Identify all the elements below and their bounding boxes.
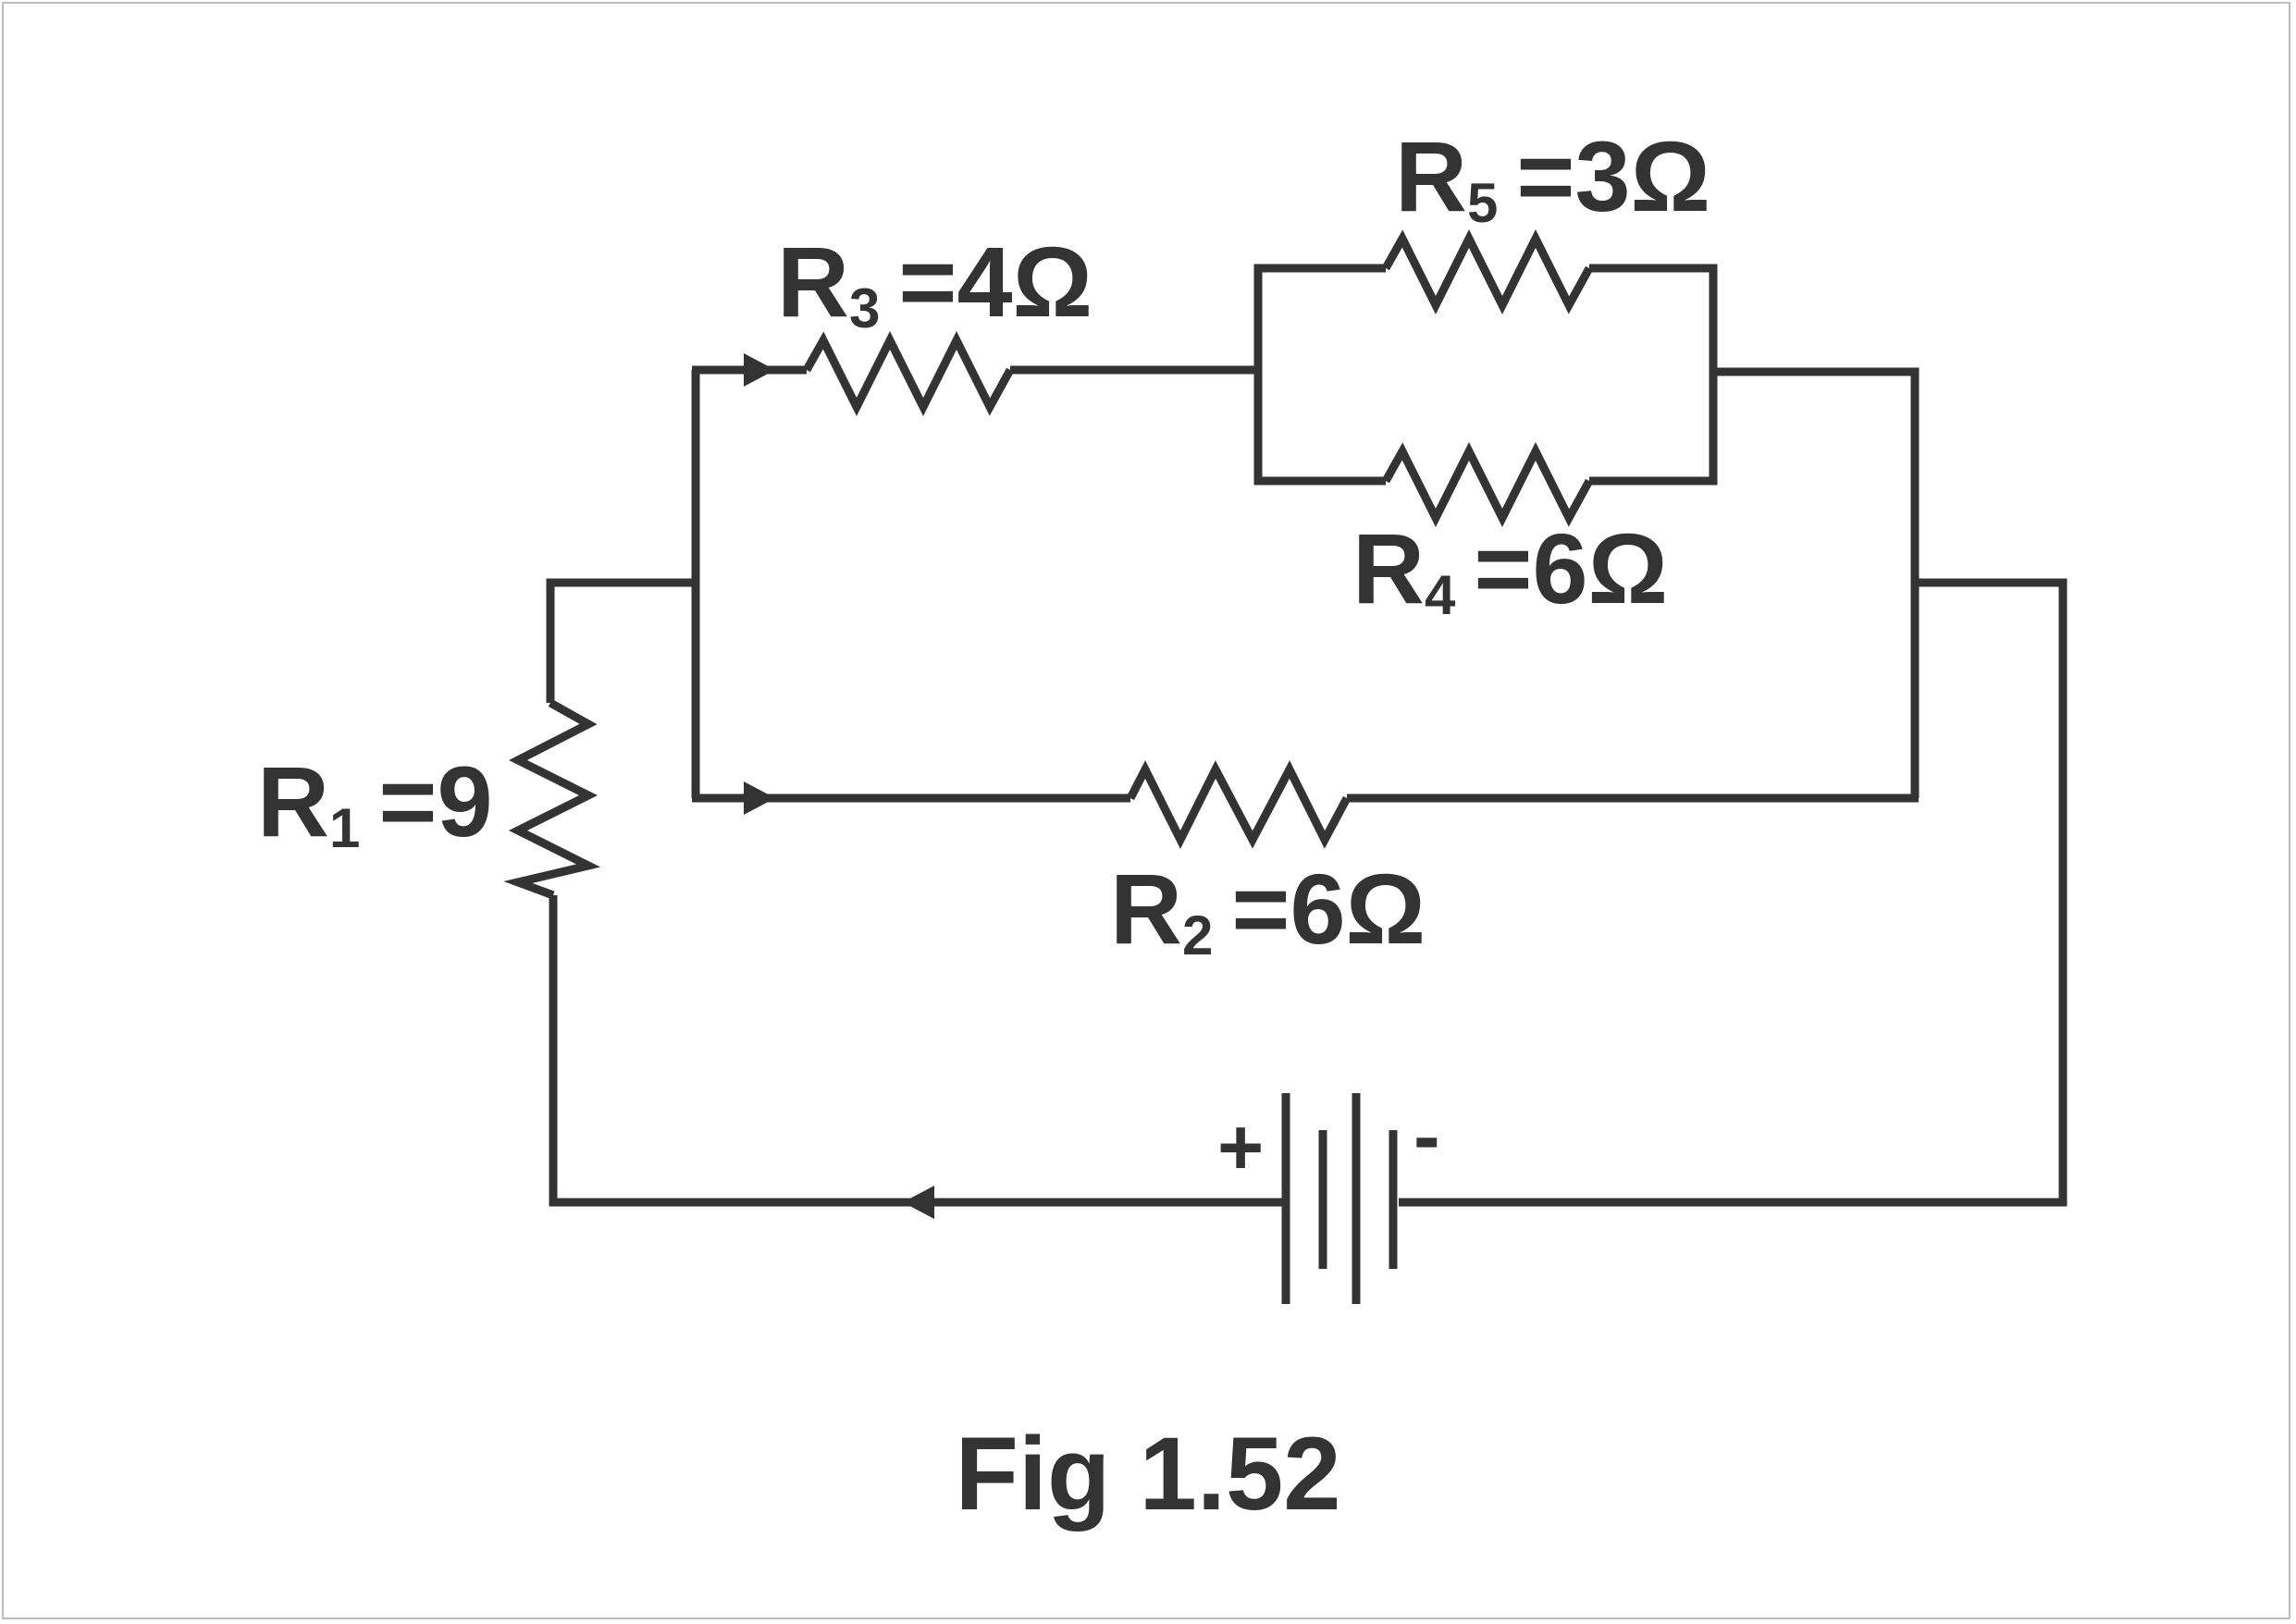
r4-value: =6Ω <box>1474 512 1668 624</box>
resistor-r4 <box>1382 441 1593 528</box>
resistor-r5 <box>1382 228 1593 315</box>
r5-letter: R <box>1395 120 1467 232</box>
r5-value: =3Ω <box>1516 120 1710 232</box>
r3-value: =4Ω <box>898 226 1092 338</box>
wire-parallel-box-right <box>1589 264 1718 486</box>
r3-label: R3 =4Ω <box>777 226 1092 339</box>
arrow-top-branch-icon <box>744 353 775 387</box>
r1-letter: R <box>257 745 329 857</box>
wire-left-top <box>546 578 692 703</box>
wire-outer-right <box>1399 578 2068 1207</box>
figure-caption: Fig 1.52 <box>955 1416 1340 1532</box>
resistor-r2 <box>1127 760 1351 850</box>
arrow-bottom-wire-icon <box>903 1186 934 1219</box>
wire-parallel-box-left <box>1253 264 1386 486</box>
resistor-r1 <box>503 699 601 900</box>
r5-subscript: 5 <box>1467 172 1498 234</box>
r4-letter: R <box>1352 512 1425 624</box>
r2-letter: R <box>1110 853 1182 965</box>
r1-subscript: 1 <box>329 797 360 859</box>
r4-label: R4 =6Ω <box>1352 512 1668 626</box>
r2-subscript: 2 <box>1182 904 1213 966</box>
r5-label: R5 =3Ω <box>1395 120 1710 234</box>
r1-label: R1 =9 <box>257 745 493 859</box>
r4-subscript: 4 <box>1425 564 1456 626</box>
wire-top-branch-right <box>1713 367 1920 798</box>
r2-label: R2 =6Ω <box>1110 853 1426 966</box>
r2-value: =6Ω <box>1231 853 1426 965</box>
resistor-r3 <box>803 330 1014 417</box>
wire-left-bottom <box>549 895 1282 1207</box>
arrow-bottom-branch-icon <box>744 781 775 815</box>
battery-minus-label: - <box>1413 1092 1440 1181</box>
r3-subscript: 3 <box>849 277 880 339</box>
r3-letter: R <box>777 226 849 338</box>
battery-plus-label: + <box>1217 1103 1264 1192</box>
r1-value: =9 <box>378 745 492 857</box>
